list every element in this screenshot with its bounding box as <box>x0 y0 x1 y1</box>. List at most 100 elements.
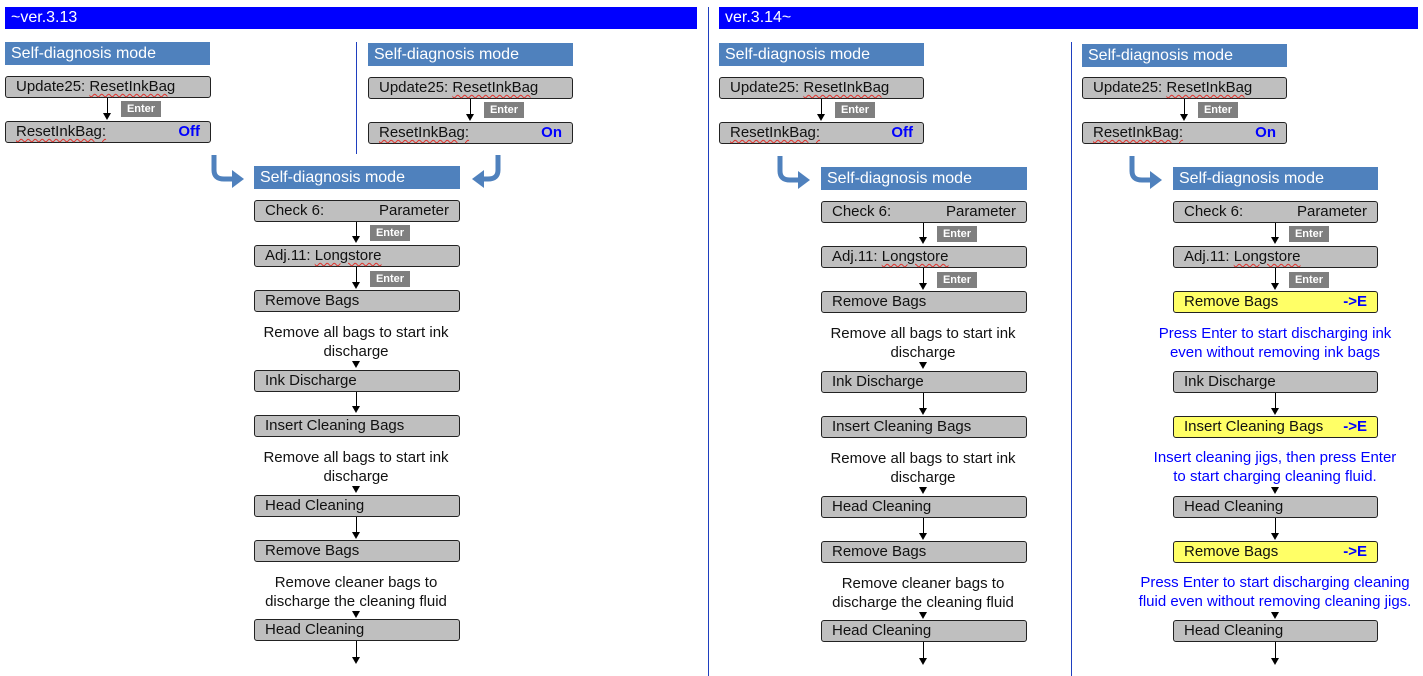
divider-old-inner <box>356 42 357 154</box>
step-insert-cleaning-bags[interactable]: Insert Cleaning Bags <box>254 415 460 437</box>
menu-name: ResetInkBag <box>1166 79 1253 96</box>
note-line: discharge <box>323 468 389 485</box>
step-ink-discharge[interactable]: Ink Discharge <box>1173 371 1378 393</box>
flow-line <box>821 99 822 114</box>
adj-longstore-menu[interactable]: Adj.11: Longstore <box>1173 246 1378 268</box>
curved-arrow-right-icon <box>1129 156 1162 189</box>
reset-ink-bag-menu[interactable]: Update25: ResetInkBag <box>368 77 573 99</box>
note-line: discharge <box>323 343 389 360</box>
step-label: Remove Bags <box>1184 543 1279 560</box>
flow-line <box>923 642 924 658</box>
arrow-down-icon <box>1271 612 1279 619</box>
step-head-cleaning[interactable]: Head Cleaning <box>254 495 460 517</box>
arrow-down-icon <box>352 611 360 618</box>
step-remove-bags-enter[interactable]: Remove Bags->E <box>1173 541 1378 563</box>
flow-line <box>1275 268 1276 283</box>
reset-ink-bag-setting-on[interactable]: ResetInkBag:On <box>1082 122 1287 144</box>
menu-name: ResetInkBag <box>452 79 539 96</box>
setting-value-on: On <box>541 124 562 141</box>
reset-ink-bag-setting-off[interactable]: ResetInkBag: Off <box>719 122 924 144</box>
setting-label: ResetInkBag: <box>379 124 470 141</box>
step-head-cleaning[interactable]: Head Cleaning <box>1173 496 1378 518</box>
step-head-cleaning[interactable]: Head Cleaning <box>254 619 460 641</box>
reset-ink-bag-setting-off[interactable]: ResetInkBag:Off <box>5 121 211 143</box>
note-line: Remove cleaner bags to <box>274 574 438 591</box>
check-label: Check 6: <box>265 202 325 219</box>
flow-line <box>1184 99 1185 114</box>
arrow-down-icon <box>1271 283 1279 290</box>
setting-label: ResetInkBag: <box>730 124 821 141</box>
step-insert-cleaning-bags[interactable]: Insert Cleaning Bags <box>821 416 1027 438</box>
arrow-down-icon <box>817 114 825 121</box>
arrow-down-icon <box>352 657 360 664</box>
self-diagnosis-label: Self-diagnosis mode <box>5 42 210 65</box>
self-diagnosis-label: Self-diagnosis mode <box>1173 167 1378 190</box>
arrow-down-icon <box>352 236 360 243</box>
arrow-down-icon <box>919 658 927 665</box>
note-line: discharge the cleaning fluid <box>265 593 447 610</box>
enter-key: Enter <box>370 271 410 287</box>
step-head-cleaning[interactable]: Head Cleaning <box>1173 620 1378 642</box>
version-header-new: ver.3.14~ <box>719 7 1418 29</box>
adj-name: Longstore <box>314 247 382 264</box>
flow-line <box>470 99 471 114</box>
flow-line <box>1275 518 1276 533</box>
adj-name: Longstore <box>881 248 949 265</box>
step-head-cleaning[interactable]: Head Cleaning <box>821 496 1027 518</box>
note-line: Remove all bags to start ink <box>263 324 449 341</box>
check-label: Check 6: <box>832 203 892 220</box>
arrow-down-icon <box>919 237 927 244</box>
menu-prefix: Update25: <box>730 79 804 96</box>
adj-longstore-menu[interactable]: Adj.11: Longstore <box>254 245 460 267</box>
reset-ink-bag-menu[interactable]: Update25: ResetInkBag <box>1082 77 1287 99</box>
note-line: fluid even without removing cleaning jig… <box>1138 593 1412 610</box>
step-remove-bags[interactable]: Remove Bags <box>254 540 460 562</box>
reset-ink-bag-menu[interactable]: Update25: ResetInkBag <box>5 76 211 98</box>
arrow-down-icon <box>1271 237 1279 244</box>
arrow-down-icon <box>1271 408 1279 415</box>
enter-key: Enter <box>484 102 524 118</box>
step-ink-discharge[interactable]: Ink Discharge <box>821 371 1027 393</box>
enter-shortcut: ->E <box>1343 293 1367 310</box>
arrow-down-icon <box>352 406 360 413</box>
arrow-down-icon <box>466 114 474 121</box>
note-line: Press Enter to start discharging ink <box>1158 325 1392 342</box>
arrow-down-icon <box>1271 533 1279 540</box>
setting-value-off: Off <box>178 123 200 140</box>
flow-line <box>356 222 357 236</box>
check-parameter-menu[interactable]: Check 6:Parameter <box>1173 201 1378 223</box>
check-parameter-menu[interactable]: Check 6: Parameter <box>254 200 460 222</box>
check-value: Parameter <box>378 202 449 219</box>
arrow-down-icon <box>352 361 360 368</box>
menu-prefix: Update25: <box>16 78 90 95</box>
enter-shortcut: ->E <box>1343 418 1367 435</box>
step-insert-cleaning-bags-enter[interactable]: Insert Cleaning Bags->E <box>1173 416 1378 438</box>
note-press-enter-cleaning: Press Enter to start discharging cleanin… <box>1123 573 1423 611</box>
reset-ink-bag-setting-on[interactable]: ResetInkBag: On <box>368 122 573 144</box>
arrow-down-icon <box>352 486 360 493</box>
reset-ink-bag-menu[interactable]: Update25: ResetInkBag <box>719 77 924 99</box>
step-ink-discharge[interactable]: Ink Discharge <box>254 370 460 392</box>
step-remove-bags[interactable]: Remove Bags <box>821 291 1027 313</box>
arrow-down-icon <box>919 283 927 290</box>
menu-prefix: Update25: <box>379 79 453 96</box>
check-label: Check 6: <box>1184 203 1244 220</box>
self-diagnosis-label: Self-diagnosis mode <box>368 43 573 66</box>
flow-line <box>356 517 357 532</box>
setting-label: ResetInkBag: <box>1093 124 1184 141</box>
step-head-cleaning[interactable]: Head Cleaning <box>821 620 1027 642</box>
adj-prefix: Adj.11: <box>265 247 315 264</box>
adj-longstore-menu[interactable]: Adj.11: Longstore <box>821 246 1027 268</box>
enter-key: Enter <box>1289 226 1329 242</box>
arrow-down-icon <box>1271 658 1279 665</box>
step-remove-bags[interactable]: Remove Bags <box>821 541 1027 563</box>
self-diagnosis-label: Self-diagnosis mode <box>821 167 1027 190</box>
check-parameter-menu[interactable]: Check 6:Parameter <box>821 201 1027 223</box>
step-remove-bags-enter[interactable]: Remove Bags->E <box>1173 291 1378 313</box>
note-line: Remove cleaner bags to <box>841 575 1005 592</box>
setting-value-off: Off <box>891 124 913 141</box>
divider-new-inner <box>1071 42 1072 676</box>
step-remove-bags[interactable]: Remove Bags <box>254 290 460 312</box>
